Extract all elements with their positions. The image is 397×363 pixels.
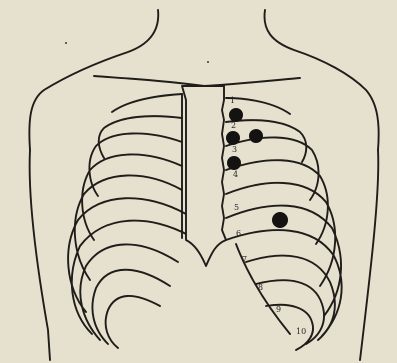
- rib-number-7: 7: [242, 255, 247, 264]
- rib-number-4: 4: [233, 170, 238, 179]
- right-clavicle: [204, 78, 300, 86]
- right-rib-4: [226, 160, 328, 244]
- spot-rib-1-space: [229, 108, 243, 122]
- left-rib-10: [106, 296, 160, 348]
- rib-number-10: 10: [296, 327, 306, 336]
- left-ribs: [68, 94, 190, 348]
- speck-mark: [65, 42, 67, 44]
- left-rib-1: [112, 94, 182, 112]
- rib-number-1: 1: [230, 96, 235, 105]
- spot-rib-2-lateral: [249, 129, 263, 143]
- right-torso-outline: [360, 150, 378, 360]
- left-rib-3: [89, 133, 182, 196]
- left-clavicle: [94, 76, 204, 86]
- rib-number-3: 3: [232, 145, 237, 154]
- left-rib-4: [82, 154, 182, 240]
- left-rib-9: [92, 270, 170, 344]
- right-rib-3: [226, 137, 319, 200]
- left-rib-6: [68, 198, 186, 312]
- rib-number-6: 6: [236, 229, 241, 238]
- spot-rib-2-space: [226, 131, 240, 145]
- rib-number-8: 8: [258, 283, 263, 292]
- speck-mark: [207, 61, 209, 63]
- sternum: [182, 86, 226, 266]
- left-rib-7: [72, 221, 190, 334]
- left-rib-5: [75, 175, 182, 280]
- left-torso-outline: [30, 150, 50, 360]
- rib-number-2: 2: [231, 121, 236, 130]
- rib-number-5: 5: [234, 203, 239, 212]
- rib-numbers: 1 2 3 4 5 6 7 8 9 10: [230, 96, 306, 336]
- spot-rib-5-lateral: [272, 212, 288, 228]
- spot-rib-3-space: [227, 156, 241, 170]
- rib-number-9: 9: [276, 305, 281, 314]
